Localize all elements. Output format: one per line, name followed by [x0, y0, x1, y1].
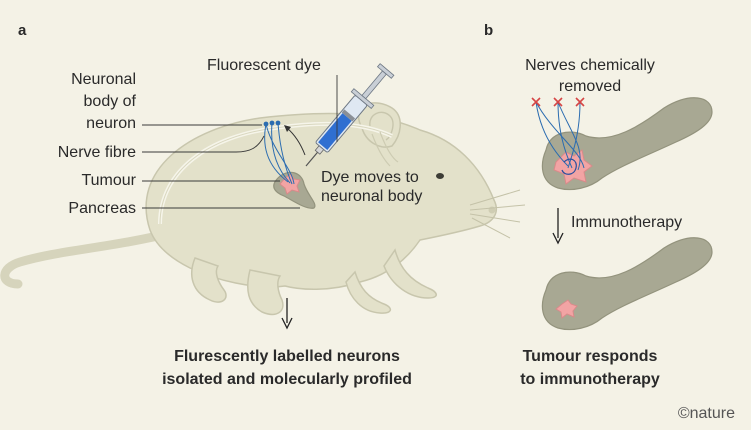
tumour-b-upper	[553, 149, 593, 185]
label-neuronal-body-2: body of	[84, 93, 137, 110]
nature-credit: ©nature	[678, 405, 735, 422]
result-a-line1: Flurescently labelled neurons	[174, 348, 400, 365]
result-a-line2: isolated and molecularly profiled	[162, 371, 412, 388]
syringe-icon	[305, 63, 395, 167]
down-arrow-b	[552, 208, 564, 245]
label-dye-moves-1: Dye moves to	[321, 169, 419, 186]
label-nerves-removed-2: removed	[559, 78, 621, 95]
nerves-b	[535, 101, 585, 171]
result-b-line1: Tumour responds	[523, 348, 658, 365]
label-fluorescent-dye: Fluorescent dye	[207, 57, 321, 74]
label-neuronal-body-1: Neuronal	[71, 71, 136, 88]
leader-lines-a	[142, 75, 338, 209]
cross-marks	[531, 97, 585, 107]
neuronal-body-dots	[263, 120, 281, 127]
rat-eye	[436, 173, 444, 179]
cross-icon	[531, 97, 541, 107]
down-arrow-a	[281, 298, 293, 330]
panel-letter-a: a	[18, 22, 27, 39]
cross-icon	[575, 97, 585, 107]
cross-icon	[553, 97, 563, 107]
rat-nerve-fibres	[264, 122, 295, 185]
panel-letter-b: b	[484, 22, 493, 39]
label-immunotherapy: Immunotherapy	[571, 214, 682, 231]
pancreas-after-therapy	[541, 237, 713, 331]
label-tumour: Tumour	[81, 172, 136, 189]
result-b-line2: to immunotherapy	[520, 371, 660, 388]
label-pancreas: Pancreas	[68, 200, 136, 217]
label-neuronal-body-3: neuron	[86, 115, 136, 132]
label-nerve-fibre: Nerve fibre	[58, 144, 136, 161]
rat-illustration	[0, 102, 526, 316]
label-nerves-removed-1: Nerves chemically	[525, 57, 655, 74]
tumour-b-lower	[555, 299, 578, 319]
label-dye-moves-2: neuronal body	[321, 188, 422, 205]
